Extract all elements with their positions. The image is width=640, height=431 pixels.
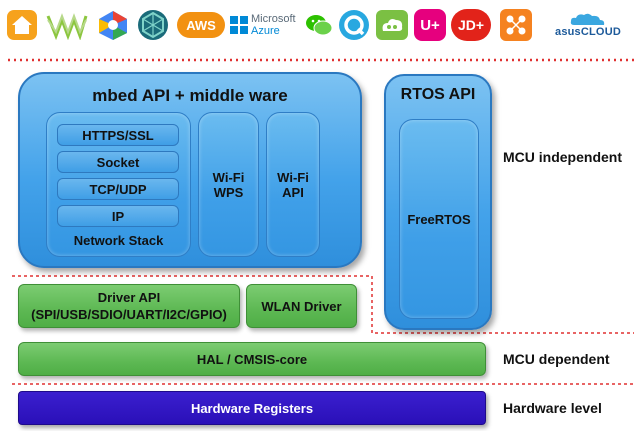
rtos-title: RTOS API [400, 86, 476, 103]
socket-layer: Socket [57, 151, 179, 173]
jd-logo: JD+ [450, 8, 492, 42]
apple-home-logo [4, 8, 40, 42]
mbed-title: mbed API + middle ware [92, 86, 288, 105]
divider-mcu-independent [12, 275, 634, 334]
hardware-registers-block: Hardware Registers [18, 391, 486, 425]
https-ssl-layer: HTTPS/SSL [57, 124, 179, 146]
level-mcu-independent: MCU independent [503, 149, 622, 165]
wifi-wps-block: Wi-Fi WPS [198, 112, 259, 257]
wlan-driver-block: WLAN Driver [246, 284, 357, 328]
wifi-wps-line1: Wi-Fi [212, 169, 245, 185]
weave-logo [44, 8, 90, 42]
freertos-block: FreeRTOS [399, 119, 479, 319]
q-logo [336, 8, 372, 42]
hal-block: HAL / CMSIS-core [18, 342, 486, 376]
level-hardware: Hardware level [503, 400, 602, 416]
ip-layer: IP [57, 205, 179, 227]
wifi-api-line2: API [282, 184, 304, 200]
google-cloud-logo [94, 8, 132, 42]
microsoft-azure-logo: Microsoft Azure [230, 8, 304, 42]
u-plus-logo: U+ [412, 8, 448, 42]
asus-cloud-logo: asusCLOUD [540, 8, 636, 42]
aws-logo: AWS [176, 8, 226, 42]
wechat-logo [304, 8, 334, 42]
wifi-wps-line2: WPS [213, 184, 244, 200]
network-stack-label: Network Stack [73, 233, 164, 248]
hexagon-logo [134, 8, 172, 42]
driver-api-line1: Driver API [97, 290, 161, 305]
driver-api-line2: (SPI/USB/SDIO/UART/I2C/GPIO) [31, 307, 227, 322]
orange-dots-logo [496, 8, 536, 42]
wifi-api-line1: Wi-Fi [277, 169, 309, 185]
driver-api-block: Driver API (SPI/USB/SDIO/UART/I2C/GPIO) [18, 284, 240, 328]
freertos-label: FreeRTOS [407, 211, 471, 227]
tcp-udp-layer: TCP/UDP [57, 178, 179, 200]
green-cloud-logo [374, 8, 410, 42]
level-mcu-dependent: MCU dependent [503, 351, 610, 367]
wifi-api-block: Wi-Fi API [266, 112, 320, 257]
